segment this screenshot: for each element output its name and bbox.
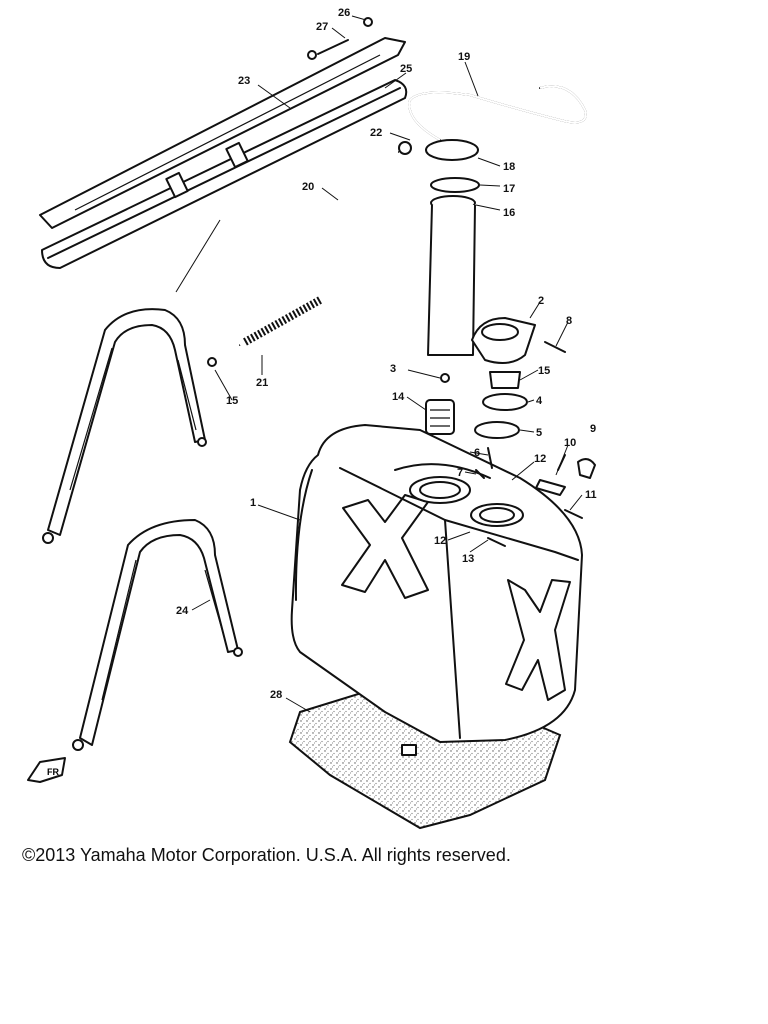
callout-13: 13 xyxy=(462,553,474,565)
cap-assembly-part xyxy=(471,317,566,439)
callout-19: 19 xyxy=(458,51,470,63)
callout-9: 9 xyxy=(590,423,596,435)
callout-6: 6 xyxy=(474,447,480,459)
vent-hose-part xyxy=(408,85,587,141)
callout-28: 28 xyxy=(270,689,282,701)
callout-25: 25 xyxy=(400,63,412,75)
callout-12a: 12 xyxy=(534,453,546,465)
callout-24: 24 xyxy=(176,605,189,617)
upper-strap-part xyxy=(42,308,207,544)
callout-22: 22 xyxy=(370,127,382,139)
callout-15a: 15 xyxy=(226,395,238,407)
callout-12b: 12 xyxy=(434,535,446,547)
hardware-parts xyxy=(475,447,596,547)
callout-15b: 3 xyxy=(390,363,396,375)
parts-diagram: FR 26 27 23 25 xyxy=(27,7,597,830)
callout-16: 16 xyxy=(503,207,515,219)
callout-14: 14 xyxy=(392,391,405,403)
pickup-tube-part xyxy=(425,139,480,383)
callout-17: 17 xyxy=(503,183,515,195)
callout-20: 20 xyxy=(302,181,314,193)
callout-27: 27 xyxy=(316,21,328,33)
callout-4: 4 xyxy=(536,395,543,407)
callout-labels: 26 27 23 25 19 22 18 17 16 20 2 8 21 15 … xyxy=(176,7,597,701)
callout-7: 7 xyxy=(457,467,463,479)
fuel-filter-part xyxy=(425,399,455,435)
callout-5: 5 xyxy=(536,427,542,439)
leader-lines xyxy=(175,15,583,713)
fuel-tank-part xyxy=(290,424,583,743)
rail-and-cushion-part xyxy=(39,17,408,269)
callout-1: 1 xyxy=(250,497,256,509)
front-marker-label: FR xyxy=(47,767,59,777)
callout-10: 10 xyxy=(564,437,576,449)
fuel-hose-part xyxy=(207,141,412,367)
callout-3: 15 xyxy=(538,365,550,377)
callout-23: 23 xyxy=(238,75,250,87)
lower-strap-part xyxy=(72,519,243,751)
callout-21: 21 xyxy=(256,377,268,389)
callout-2: 2 xyxy=(538,295,544,307)
front-direction-marker: FR xyxy=(27,757,66,783)
callout-26: 26 xyxy=(338,7,350,19)
copyright-notice: ©2013 Yamaha Motor Corporation. U.S.A. A… xyxy=(22,845,511,865)
callout-18: 18 xyxy=(503,161,515,173)
callout-8: 8 xyxy=(566,315,572,327)
callout-11: 11 xyxy=(585,489,597,501)
